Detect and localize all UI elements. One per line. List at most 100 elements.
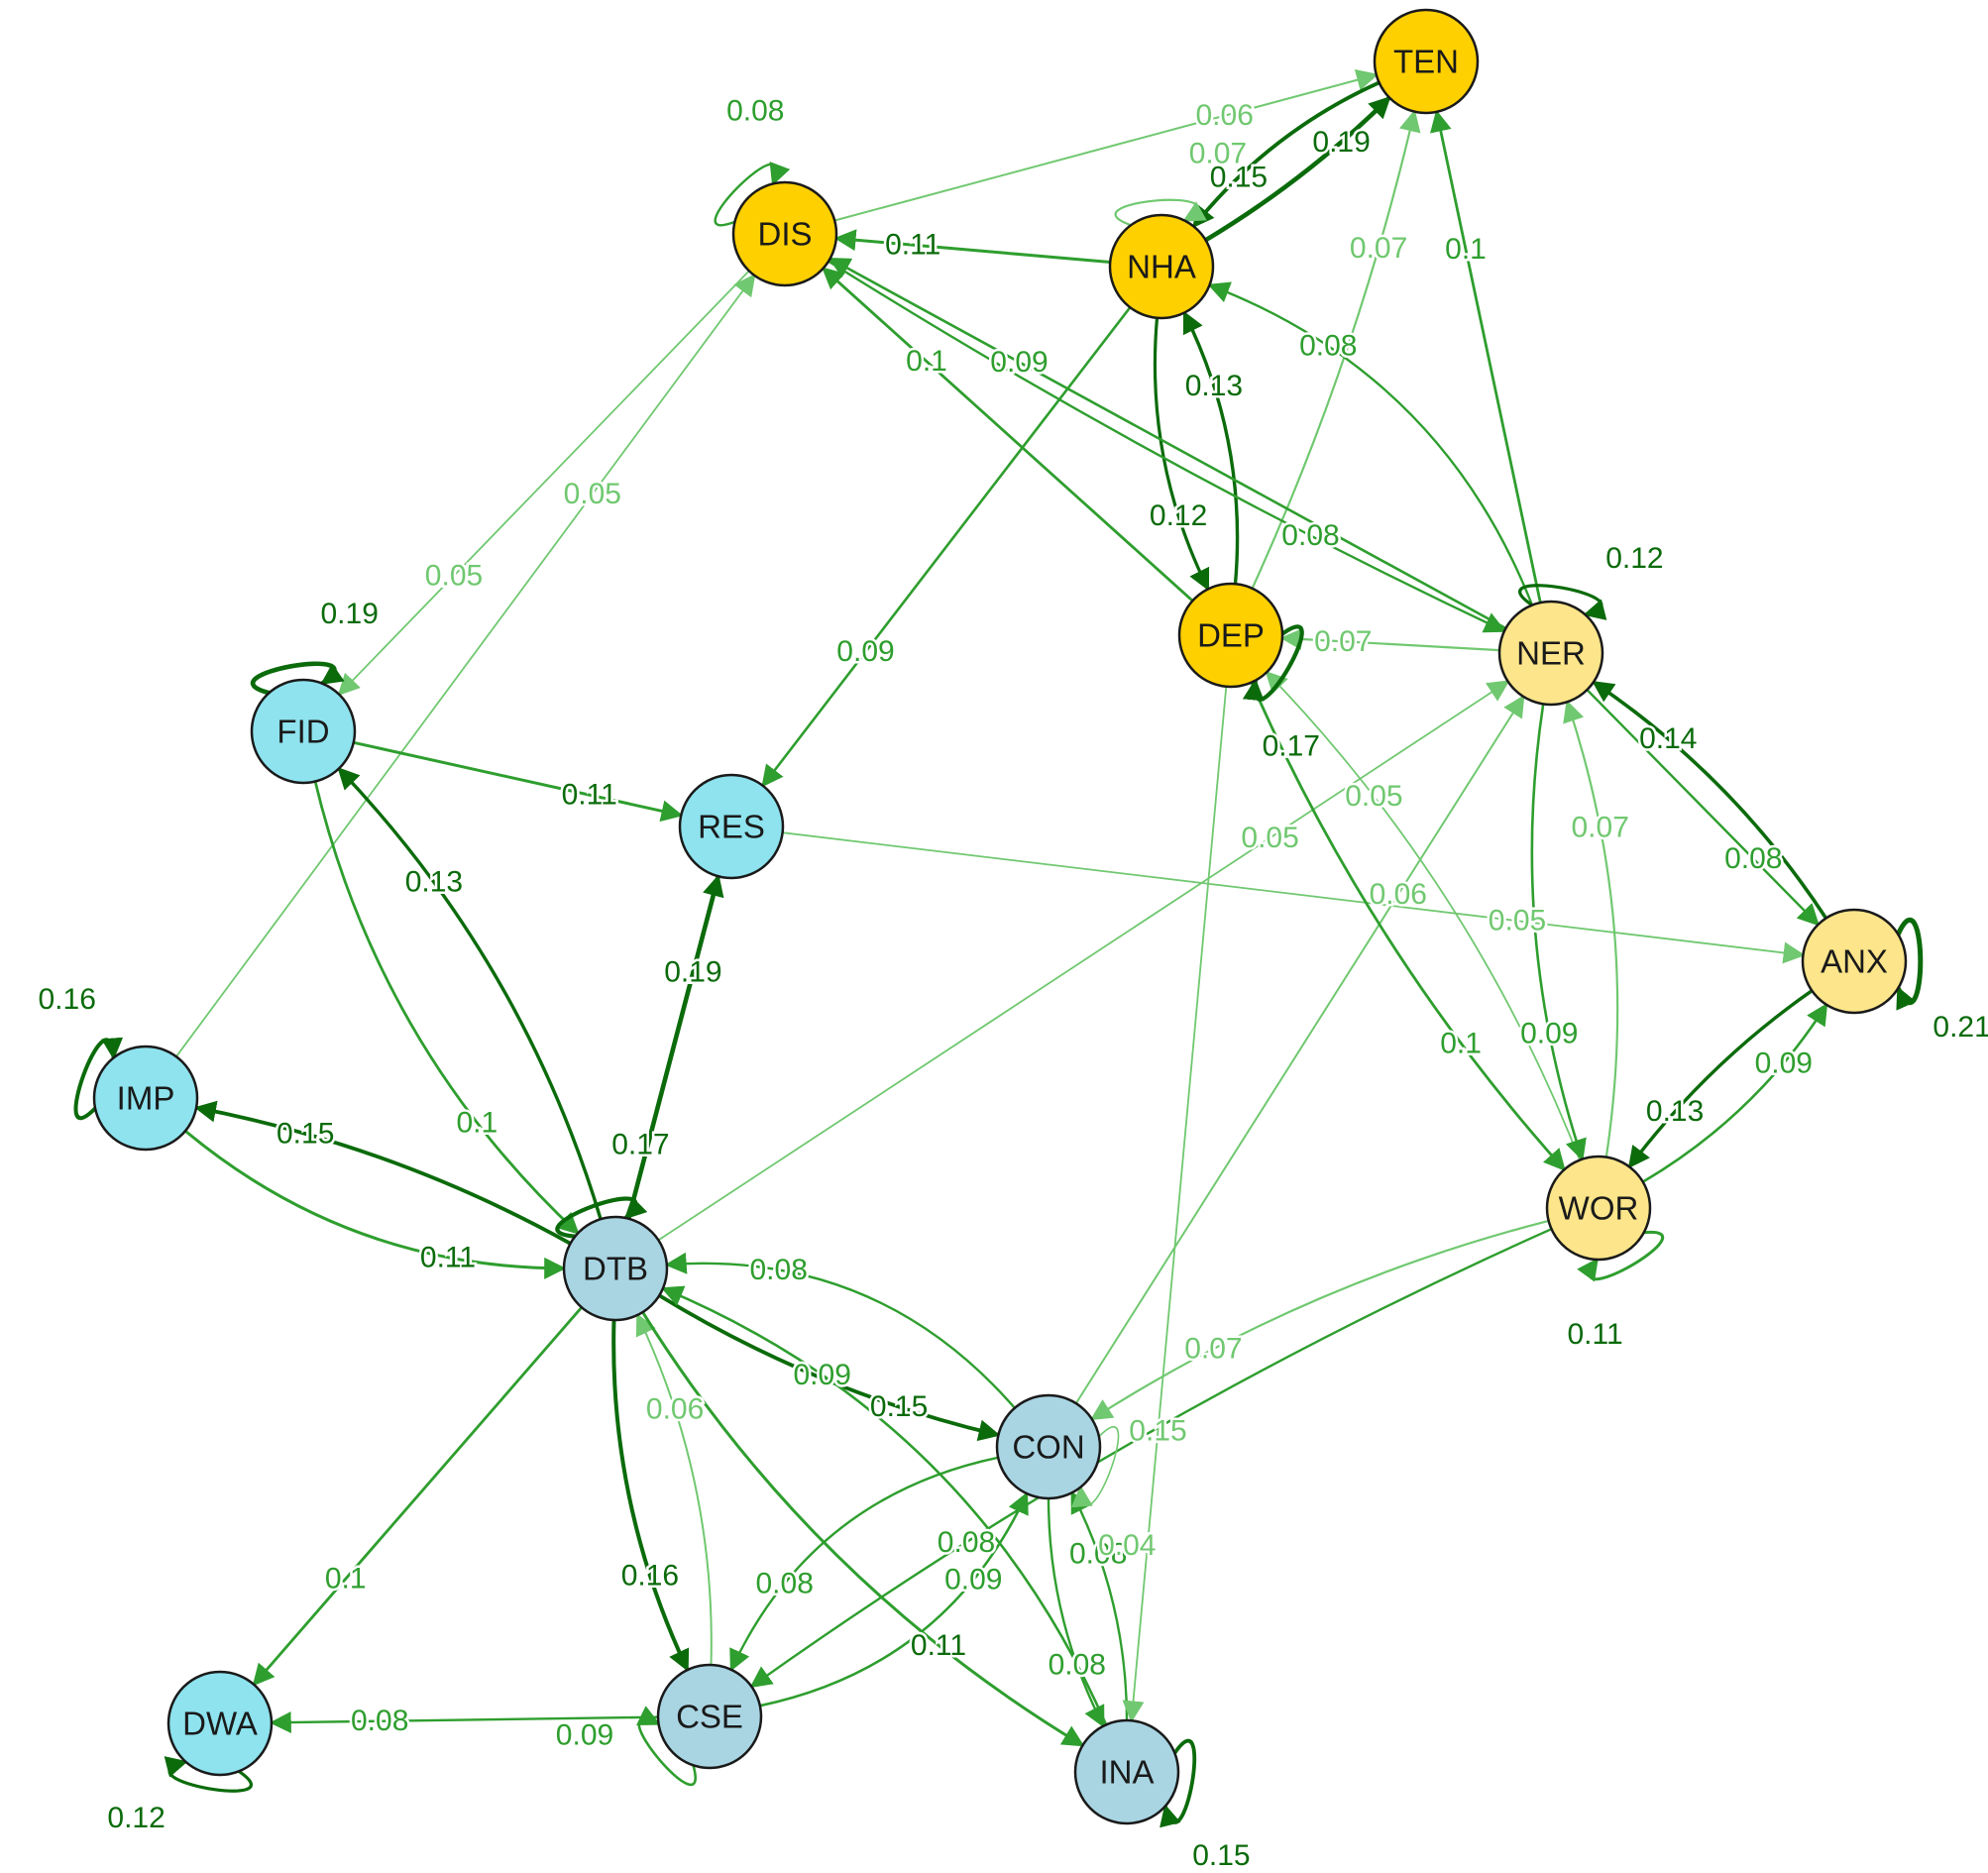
node-res: RES xyxy=(678,773,785,880)
edge-dtb-to-ner xyxy=(657,680,1510,1242)
self-loop-ner xyxy=(1518,584,1607,620)
edge-label-dtb-to-ina: 0.11 xyxy=(911,1629,966,1662)
edge-label-wor-to-cse: 0.08 xyxy=(938,1526,995,1559)
node-wor: WOR xyxy=(1545,1155,1652,1262)
node-label-fid: FID xyxy=(276,714,329,750)
edge-label-dis-to-fid: 0.05 xyxy=(425,560,483,593)
self-loop-con xyxy=(1070,1426,1120,1508)
node-circle-dep xyxy=(1177,582,1284,689)
edge-dep-to-wor xyxy=(1250,682,1566,1171)
edge-label-ner-to-ten: 0.1 xyxy=(1445,233,1487,266)
node-label-imp: IMP xyxy=(117,1080,175,1117)
self-loop-label-ina: 0.15 xyxy=(1192,1839,1250,1872)
edge-label-dep-to-dis: 0.1 xyxy=(906,345,947,378)
edge-label-nha-to-res: 0.09 xyxy=(836,635,894,668)
node-con: CON xyxy=(995,1393,1102,1500)
node-dwa: DWA xyxy=(166,1670,274,1777)
edge-label-dtb-to-cse: 0.16 xyxy=(621,1559,679,1592)
node-imp: IMP xyxy=(92,1045,199,1152)
self-loop-cse xyxy=(635,1706,697,1787)
edge-cse-to-dwa xyxy=(269,1711,659,1734)
edge-nha-to-res xyxy=(761,306,1132,788)
edge-nha-to-dis xyxy=(833,229,1111,264)
edge-dis-to-ner xyxy=(828,260,1506,633)
edge-ner-to-ten xyxy=(1430,109,1542,604)
edge-label-dep-to-ina: 0.15 xyxy=(1129,1415,1186,1448)
edge-con-to-ina xyxy=(1047,1497,1105,1728)
edge-label-ner-to-dep: 0.07 xyxy=(1314,625,1372,658)
edge-label-dis-to-ner: 0.08 xyxy=(1281,519,1339,552)
edge-ner-to-nha xyxy=(1207,281,1534,606)
node-label-cse: CSE xyxy=(676,1699,743,1735)
edge-label-con-to-cse: 0.08 xyxy=(756,1567,814,1599)
edge-dtb-to-dwa xyxy=(252,1306,583,1687)
edge-dep-to-ten xyxy=(1251,109,1421,590)
edge-dtb-to-ina xyxy=(641,1311,1085,1747)
edge-label-wor-to-ner: 0.07 xyxy=(1572,812,1629,844)
self-loop-dtb xyxy=(555,1196,648,1239)
edge-anx-to-wor xyxy=(1627,989,1814,1169)
edge-wor-to-ner xyxy=(1563,700,1619,1157)
node-label-ner: NER xyxy=(1516,635,1586,672)
edge-fid-to-dtb xyxy=(313,781,580,1235)
edge-nha-to-ten xyxy=(1204,95,1391,243)
edge-labels-layer: 0.06 0.11 0.19 0.15 0.12 0.13 0.07 0.1 0.08 0.1 0.… xyxy=(36,92,1988,1873)
edge-label-ina-to-con: 0.08 xyxy=(1069,1538,1127,1571)
self-loop-label-anx: 0.21 xyxy=(1933,1011,1988,1044)
edge-label-dep-to-wor: 0.1 xyxy=(1440,1027,1482,1059)
node-dtb: DTB xyxy=(562,1215,669,1322)
edge-ina-to-dtb xyxy=(660,1285,1108,1725)
edge-dtb-to-con xyxy=(658,1293,1001,1442)
self-loop-dep xyxy=(1242,624,1304,702)
self-loop-label-ner: 0.12 xyxy=(1605,542,1663,575)
self-loop-anx xyxy=(1896,917,1924,1011)
edge-ner-to-dis xyxy=(828,257,1507,630)
self-loop-label-dwa: 0.12 xyxy=(107,1802,165,1834)
node-label-dep: DEP xyxy=(1197,617,1265,654)
edge-label-ner-to-nha: 0.08 xyxy=(1299,330,1357,363)
edge-fid-to-res xyxy=(353,740,684,823)
node-circle-ten xyxy=(1373,8,1480,115)
node-cse: CSE xyxy=(656,1663,763,1770)
edge-label-ina-to-dtb: 0.09 xyxy=(794,1359,851,1391)
edge-label-dtb-to-con: 0.15 xyxy=(870,1390,928,1423)
edge-dep-to-ina xyxy=(1122,686,1228,1723)
node-label-res: RES xyxy=(698,809,765,845)
node-label-nha: NHA xyxy=(1127,249,1196,285)
self-loop-label-dtb: 0.17 xyxy=(611,1129,669,1161)
node-label-anx: ANX xyxy=(1821,943,1888,980)
edge-label-anx-to-wor: 0.13 xyxy=(1646,1095,1704,1128)
node-ten: TEN xyxy=(1373,8,1480,115)
edge-cse-to-con xyxy=(759,1491,1029,1708)
edge-dis-to-ten xyxy=(833,69,1379,222)
edge-dtb-to-cse xyxy=(611,1319,690,1672)
edge-label-dtb-to-res: 0.19 xyxy=(664,956,721,989)
self-loop-label-wor: 0.11 xyxy=(1568,1318,1623,1351)
edge-label-con-to-ner: 0.06 xyxy=(1370,878,1427,911)
edge-res-to-anx xyxy=(782,831,1806,964)
node-label-wor: WOR xyxy=(1559,1190,1639,1227)
edge-label-ten-to-nha: 0.15 xyxy=(1210,161,1268,193)
edge-label-nha-to-dep: 0.12 xyxy=(1150,499,1207,532)
edge-label-cse-to-con: 0.09 xyxy=(944,1564,1002,1597)
edge-label-con-to-dtb: 0.08 xyxy=(750,1254,808,1286)
edge-label-ner-to-dis: 0.09 xyxy=(990,346,1048,379)
edge-anx-to-ner xyxy=(1592,680,1828,920)
node-circle-wor xyxy=(1545,1155,1652,1262)
edge-dep-to-nha xyxy=(1182,310,1240,585)
edge-ina-to-con xyxy=(1070,1490,1129,1721)
node-nha: NHA xyxy=(1108,213,1215,320)
edge-con-to-ner xyxy=(1074,695,1525,1404)
edge-label-cse-to-dwa: 0.08 xyxy=(351,1705,408,1737)
edge-wor-to-cse xyxy=(749,1228,1552,1689)
node-circle-dwa xyxy=(166,1670,274,1777)
node-circle-ina xyxy=(1073,1718,1180,1825)
node-dis: DIS xyxy=(731,180,838,287)
edge-ten-to-nha xyxy=(1192,80,1381,229)
edge-nha-to-dep xyxy=(1153,317,1210,592)
node-label-dwa: DWA xyxy=(182,1706,258,1742)
edges-layer xyxy=(175,69,1828,1747)
node-label-con: CON xyxy=(1012,1429,1084,1466)
edge-label-dis-to-ten: 0.06 xyxy=(1196,99,1254,132)
